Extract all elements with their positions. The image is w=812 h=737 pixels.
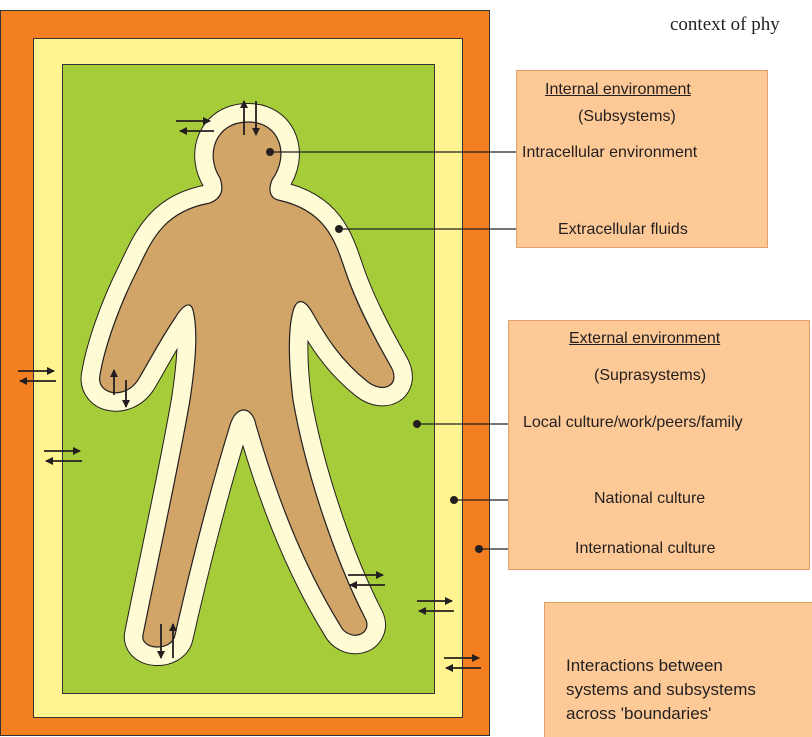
interaction-arrow-icon [18,117,481,672]
international-culture-label: International culture [575,540,716,557]
internal-environment-subtitle: (Subsystems) [578,108,676,125]
external-environment-title: External environment [569,330,721,347]
intracellular-environment-label: Intracellular environment [522,144,698,161]
legend-line-2: systems and subsystems [566,680,756,699]
national-culture-label: National culture [594,490,706,507]
legend-line-1: Interactions between [566,656,723,675]
external-environment-box [508,320,810,570]
internal-environment-title: Internal environment [545,81,691,98]
external-environment-subtitle: (Suprasystems) [594,367,707,384]
local-culture-label: Local culture/work/peers/family [523,414,743,431]
legend-line-3: across 'boundaries' [566,704,712,723]
internal-environment-box [516,70,768,248]
page-header-fragment: context of phy [670,14,780,35]
legend-box [544,602,812,737]
extracellular-fluids-label: Extracellular fluids [558,221,688,238]
